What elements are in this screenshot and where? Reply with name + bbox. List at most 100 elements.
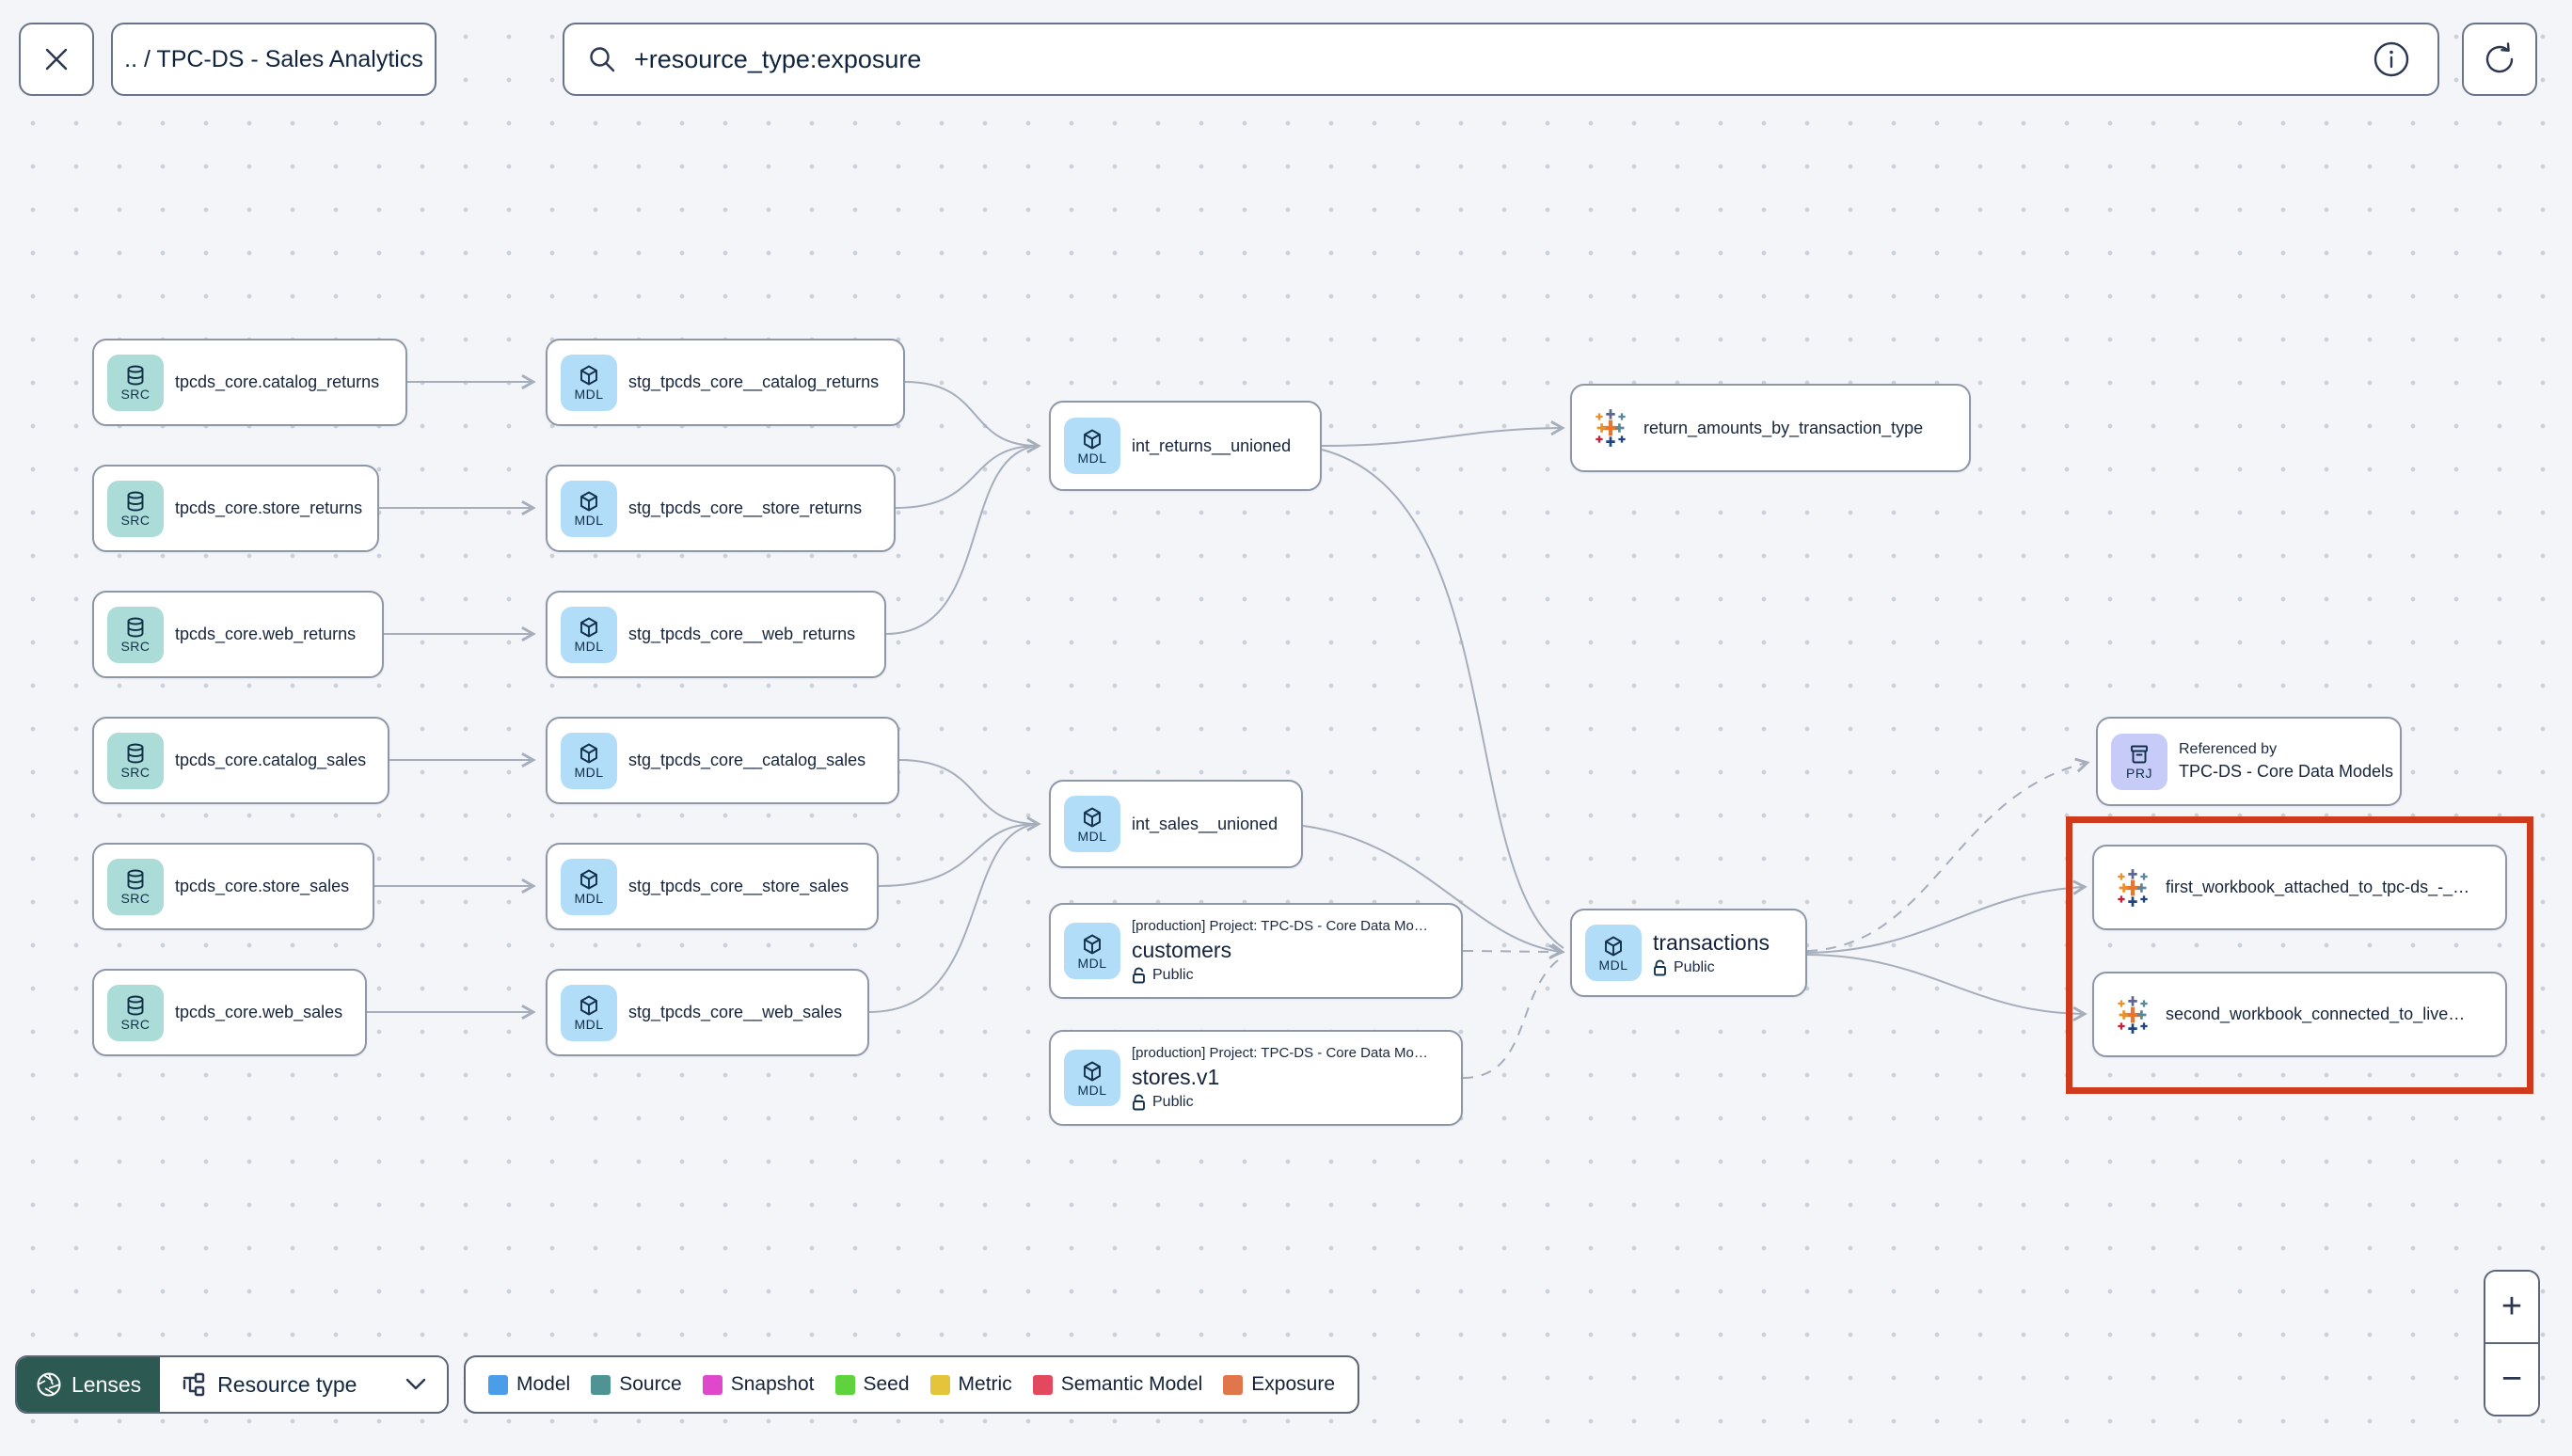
- search-bar: [563, 23, 2439, 96]
- node-stores-v1[interactable]: MDL [production] Project: TPC-DS - Core …: [1049, 1030, 1463, 1126]
- database-icon: [127, 995, 144, 1016]
- breadcrumb-label: .. / TPC-DS - Sales Analytics: [124, 45, 423, 72]
- cube-icon: [1084, 807, 1101, 827]
- node-tpcds-core-store-sales[interactable]: SRC tpcds_core.store_sales: [92, 843, 374, 930]
- cube-icon: [580, 869, 597, 890]
- refresh-button[interactable]: [2462, 23, 2537, 96]
- cube-icon: [1605, 936, 1622, 956]
- node-stg-tpcds-core-web-sales[interactable]: MDL stg_tpcds_core__web_sales: [546, 969, 869, 1056]
- search-icon: [590, 47, 615, 72]
- cube-icon: [1084, 934, 1101, 954]
- close-icon: [45, 48, 68, 71]
- model-badge: MDL: [561, 480, 617, 537]
- lenses-label: Lenses: [71, 1371, 142, 1397]
- access-row: Public: [1132, 1094, 1428, 1111]
- model-badge: MDL: [561, 354, 617, 411]
- lock-open-icon: [1133, 1094, 1145, 1111]
- legend-item-source: Source: [591, 1373, 682, 1396]
- refresh-icon: [2485, 42, 2514, 73]
- source-badge: SRC: [107, 732, 164, 789]
- model-badge: MDL: [561, 984, 617, 1041]
- cube-icon: [1084, 429, 1101, 449]
- cube-icon: [580, 365, 597, 386]
- node-transactions[interactable]: MDL transactions Public: [1570, 909, 1807, 997]
- tableau-icon: [2118, 995, 2148, 1034]
- legend-swatch: [929, 1374, 950, 1395]
- cube-icon: [1084, 1061, 1101, 1081]
- node-tpcds-core-catalog-returns[interactable]: SRC tpcds_core.catalog_returns: [92, 339, 407, 426]
- node-int-sales-unioned[interactable]: MDL int_sales__unioned: [1049, 780, 1303, 868]
- breadcrumb[interactable]: .. / TPC-DS - Sales Analytics: [111, 23, 437, 96]
- node-stg-tpcds-core-catalog-sales[interactable]: MDL stg_tpcds_core__catalog_sales: [546, 717, 899, 804]
- database-icon: [127, 869, 144, 890]
- database-icon: [127, 743, 144, 764]
- resource-type-icon: [183, 1372, 205, 1397]
- source-badge: SRC: [107, 858, 164, 915]
- model-name: customers: [1132, 938, 1232, 962]
- database-icon: [127, 491, 144, 512]
- chevron-down-icon: [405, 1378, 426, 1390]
- project-badge: PRJ: [2111, 733, 2167, 790]
- database-icon: [127, 617, 144, 638]
- resource-type-legend: Model Source Snapshot Seed Metric Semant…: [464, 1355, 1360, 1414]
- node-tpcds-core-store-returns[interactable]: SRC tpcds_core.store_returns: [92, 465, 379, 552]
- zoom-in-button[interactable]: +: [2485, 1272, 2538, 1344]
- model-name: stores.v1: [1132, 1065, 1220, 1089]
- lock-open-icon: [1133, 967, 1145, 984]
- node-tpcds-core-web-returns[interactable]: SRC tpcds_core.web_returns: [92, 591, 384, 678]
- zoom-controls: + −: [2484, 1270, 2540, 1416]
- access-row: Public: [1132, 967, 1428, 984]
- legend-item-snapshot: Snapshot: [702, 1373, 815, 1396]
- cube-icon: [580, 743, 597, 764]
- tableau-icon: [1596, 409, 1626, 447]
- zoom-out-button[interactable]: −: [2485, 1344, 2538, 1415]
- node-customers[interactable]: MDL [production] Project: TPC-DS - Core …: [1049, 903, 1463, 999]
- project-name: TPC-DS - Core Data Models: [2179, 762, 2394, 781]
- cube-icon: [580, 617, 597, 638]
- lenses-button[interactable]: Lenses: [17, 1357, 161, 1412]
- node-stg-tpcds-core-web-returns[interactable]: MDL stg_tpcds_core__web_returns: [546, 591, 886, 678]
- node-referenced-by-project[interactable]: PRJ Referenced by TPC-DS - Core Data Mod…: [2096, 717, 2402, 806]
- model-badge: MDL: [1064, 418, 1120, 474]
- node-int-returns-unioned[interactable]: MDL int_returns__unioned: [1049, 401, 1322, 491]
- legend-swatch: [834, 1374, 855, 1395]
- node-stg-tpcds-core-store-returns[interactable]: MDL stg_tpcds_core__store_returns: [546, 465, 896, 552]
- node-stg-tpcds-core-catalog-returns[interactable]: MDL stg_tpcds_core__catalog_returns: [546, 339, 905, 426]
- legend-swatch: [591, 1374, 611, 1395]
- cube-icon: [580, 995, 597, 1016]
- node-second-workbook[interactable]: second_workbook_connected_to_live…: [2092, 972, 2507, 1057]
- tableau-icon: [2118, 868, 2148, 907]
- search-input[interactable]: [634, 24, 2437, 94]
- legend-item-seed: Seed: [834, 1373, 910, 1396]
- info-button[interactable]: [2370, 38, 2413, 81]
- source-badge: SRC: [107, 354, 164, 411]
- node-return-amounts-by-transaction-type[interactable]: return_amounts_by_transaction_type: [1570, 384, 1971, 472]
- legend-swatch: [1032, 1374, 1053, 1395]
- node-tpcds-core-web-sales[interactable]: SRC tpcds_core.web_sales: [92, 969, 367, 1056]
- node-first-workbook[interactable]: first_workbook_attached_to_tpc-ds_-_…: [2092, 845, 2507, 930]
- model-badge: MDL: [1064, 923, 1120, 979]
- source-badge: SRC: [107, 480, 164, 537]
- info-icon: [2374, 41, 2409, 77]
- legend-swatch: [702, 1374, 722, 1395]
- model-name: transactions: [1653, 929, 1770, 955]
- project-meta: [production] Project: TPC-DS - Core Data…: [1132, 918, 1428, 934]
- model-badge: MDL: [1064, 1050, 1120, 1106]
- legend-swatch: [1223, 1374, 1244, 1395]
- resource-type-label: Resource type: [217, 1371, 357, 1397]
- node-tpcds-core-catalog-sales[interactable]: SRC tpcds_core.catalog_sales: [92, 717, 389, 804]
- close-button[interactable]: [19, 23, 94, 96]
- project-meta: [production] Project: TPC-DS - Core Data…: [1132, 1045, 1428, 1061]
- model-badge: MDL: [1585, 925, 1642, 981]
- model-badge: MDL: [561, 732, 617, 789]
- database-icon: [127, 365, 144, 386]
- cube-icon: [580, 491, 597, 512]
- node-stg-tpcds-core-store-sales[interactable]: MDL stg_tpcds_core__store_sales: [546, 843, 879, 930]
- resource-type-dropdown[interactable]: Resource type: [160, 1357, 448, 1412]
- model-badge: MDL: [561, 858, 617, 915]
- source-badge: SRC: [107, 606, 164, 663]
- legend-swatch: [488, 1374, 508, 1395]
- archive-box-icon: [2131, 745, 2148, 764]
- lens-aperture-icon: [37, 1372, 61, 1397]
- legend-item-semantic-model: Semantic Model: [1032, 1373, 1202, 1396]
